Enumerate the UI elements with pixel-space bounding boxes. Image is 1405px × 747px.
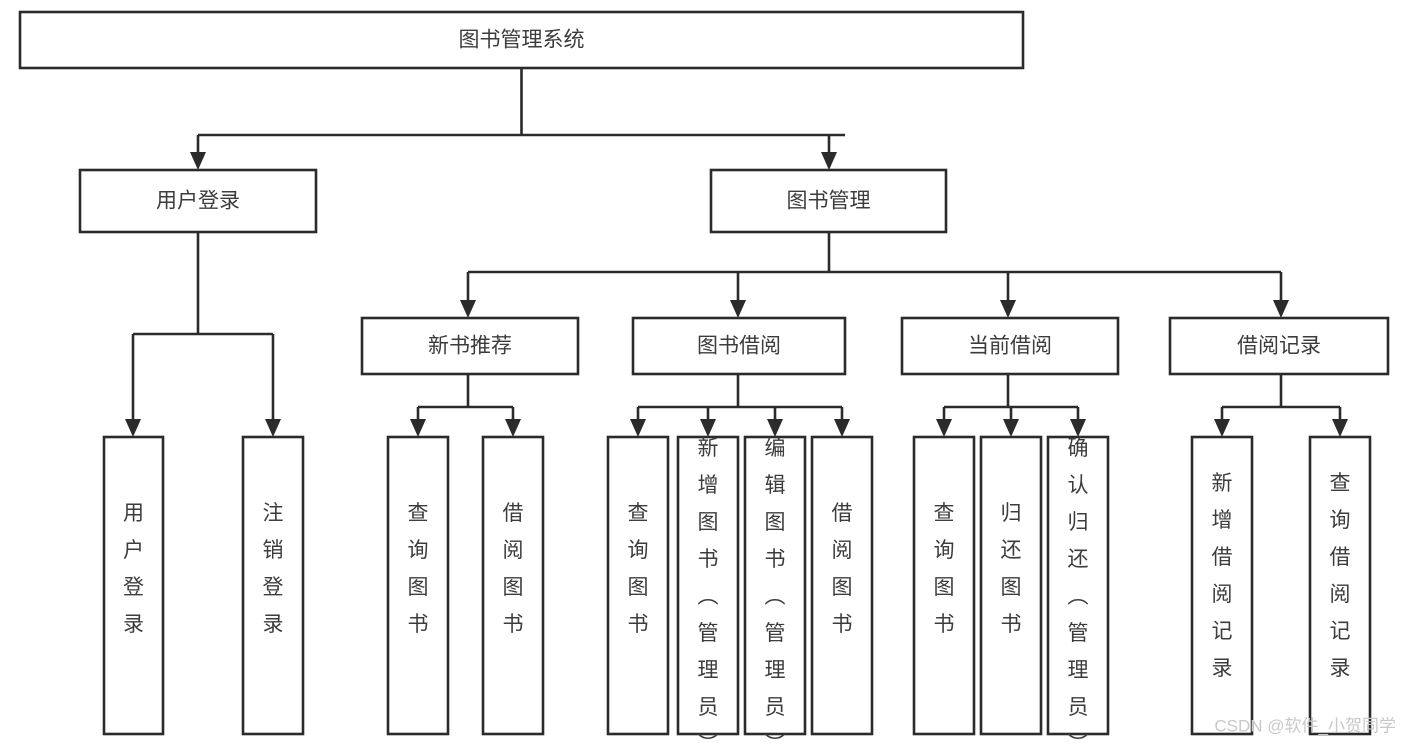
node-leaf-query-book-3[interactable]: 查询图书 — [912, 435, 976, 736]
node-leaf-query-book-1[interactable]: 查询图书 — [386, 435, 450, 736]
node-label-root: 图书管理系统 — [459, 29, 585, 52]
node-leaf-add-book[interactable]: 新增图书︵管理员︶ — [676, 435, 740, 747]
node-label-leaf-logout: 注销登录 — [263, 502, 284, 636]
node-label-book-borrow: 图书借阅 — [697, 335, 781, 358]
node-box — [1046, 435, 1110, 736]
node-label-user-login: 用户登录 — [156, 190, 240, 213]
arrow-head-icon — [700, 419, 716, 437]
arrow-head-icon — [190, 152, 206, 170]
node-box — [709, 168, 948, 234]
node-leaf-user-login[interactable]: 用户登录 — [102, 435, 165, 736]
node-label-leaf-borrow-book-2: 借阅图书 — [832, 502, 853, 636]
arrow-head-icon — [1214, 419, 1230, 437]
connector-borrow-record-to-leaves — [1214, 374, 1348, 437]
node-box — [900, 316, 1120, 376]
node-label-leaf-query-book-2: 查询图书 — [628, 502, 649, 636]
node-borrow-record[interactable]: 借阅记录 — [1168, 316, 1390, 376]
arrow-head-icon — [1070, 419, 1086, 437]
node-box — [606, 435, 670, 736]
connector-new-book-recommend-to-leaves — [410, 374, 521, 437]
arrow-head-icon — [505, 419, 521, 437]
node-leaf-return-book[interactable]: 归还图书 — [979, 435, 1043, 736]
node-user-login[interactable]: 用户登录 — [78, 168, 318, 234]
node-label-new-book-recommend: 新书推荐 — [428, 335, 512, 358]
node-box — [1308, 435, 1372, 736]
node-box — [979, 435, 1043, 736]
arrow-head-icon — [1000, 300, 1016, 318]
arrow-head-icon — [410, 419, 426, 437]
node-box — [78, 168, 318, 234]
node-label-leaf-query-book-3: 查询图书 — [934, 502, 955, 636]
connector-current-borrow-to-leaves — [936, 374, 1086, 437]
node-label-leaf-add-record: 新增借阅记录 — [1212, 472, 1233, 680]
node-box — [241, 435, 305, 736]
node-box — [481, 435, 545, 736]
node-leaf-confirm-return[interactable]: 确认归还︵管理员︶ — [1046, 435, 1110, 747]
node-box — [810, 435, 874, 736]
node-box — [360, 316, 580, 376]
arrow-head-icon — [630, 419, 646, 437]
node-box — [743, 435, 807, 736]
node-leaf-borrow-book-2[interactable]: 借阅图书 — [810, 435, 874, 736]
watermark: CSDN @软件_小贺同学 — [1214, 716, 1396, 735]
node-leaf-add-record[interactable]: 新增借阅记录 — [1190, 435, 1254, 736]
node-box — [386, 435, 450, 736]
node-current-borrow[interactable]: 当前借阅 — [900, 316, 1120, 376]
node-label-leaf-return-book: 归还图书 — [1001, 502, 1022, 636]
node-label-book-manage: 图书管理 — [787, 190, 871, 213]
connector-book-borrow-to-leaves — [630, 374, 850, 437]
arrow-head-icon — [1003, 419, 1019, 437]
connector-user-login-to-leaves — [125, 232, 281, 437]
arrow-head-icon — [460, 300, 476, 318]
node-box — [1168, 316, 1390, 376]
node-leaf-edit-book[interactable]: 编辑图书︵管理员︶ — [743, 435, 807, 747]
node-leaf-logout[interactable]: 注销登录 — [241, 435, 305, 736]
node-label-leaf-add-book: 新增图书︵管理员︶ — [698, 437, 719, 747]
node-box — [676, 435, 740, 736]
node-label-leaf-user-login: 用户登录 — [123, 502, 144, 636]
node-box — [1190, 435, 1254, 736]
connector-root-to-level1 — [190, 68, 845, 170]
node-root-system[interactable]: 图书管理系统 — [18, 10, 1025, 70]
node-leaf-query-record[interactable]: 查询借阅记录 — [1308, 435, 1372, 736]
node-book-borrow[interactable]: 图书借阅 — [631, 316, 847, 376]
node-new-book-recommend[interactable]: 新书推荐 — [360, 316, 580, 376]
node-label-borrow-record: 借阅记录 — [1237, 335, 1321, 358]
arrow-head-icon — [1332, 419, 1348, 437]
node-label-current-borrow: 当前借阅 — [968, 335, 1052, 358]
node-label-leaf-query-record: 查询借阅记录 — [1330, 472, 1351, 680]
node-label-leaf-query-book-1: 查询图书 — [408, 502, 429, 636]
arrow-head-icon — [265, 419, 281, 437]
arrow-head-icon — [125, 419, 141, 437]
node-leaf-borrow-book-1[interactable]: 借阅图书 — [481, 435, 545, 736]
node-box — [102, 435, 165, 736]
node-book-manage[interactable]: 图书管理 — [709, 168, 948, 234]
node-box — [631, 316, 847, 376]
connector-book-manage-to-level2 — [460, 232, 1289, 318]
node-box — [912, 435, 976, 736]
node-label-leaf-confirm-return: 确认归还︵管理员︶ — [1068, 437, 1089, 747]
node-label-leaf-edit-book: 编辑图书︵管理员︶ — [765, 437, 786, 747]
arrow-head-icon — [730, 300, 746, 318]
node-label-leaf-borrow-book-1: 借阅图书 — [503, 502, 524, 636]
arrow-head-icon — [821, 152, 837, 170]
arrow-head-icon — [1273, 300, 1289, 318]
node-box — [18, 10, 1025, 70]
arrow-head-icon — [767, 419, 783, 437]
node-leaf-query-book-2[interactable]: 查询图书 — [606, 435, 670, 736]
arrow-head-icon — [936, 419, 952, 437]
arrow-head-icon — [834, 419, 850, 437]
